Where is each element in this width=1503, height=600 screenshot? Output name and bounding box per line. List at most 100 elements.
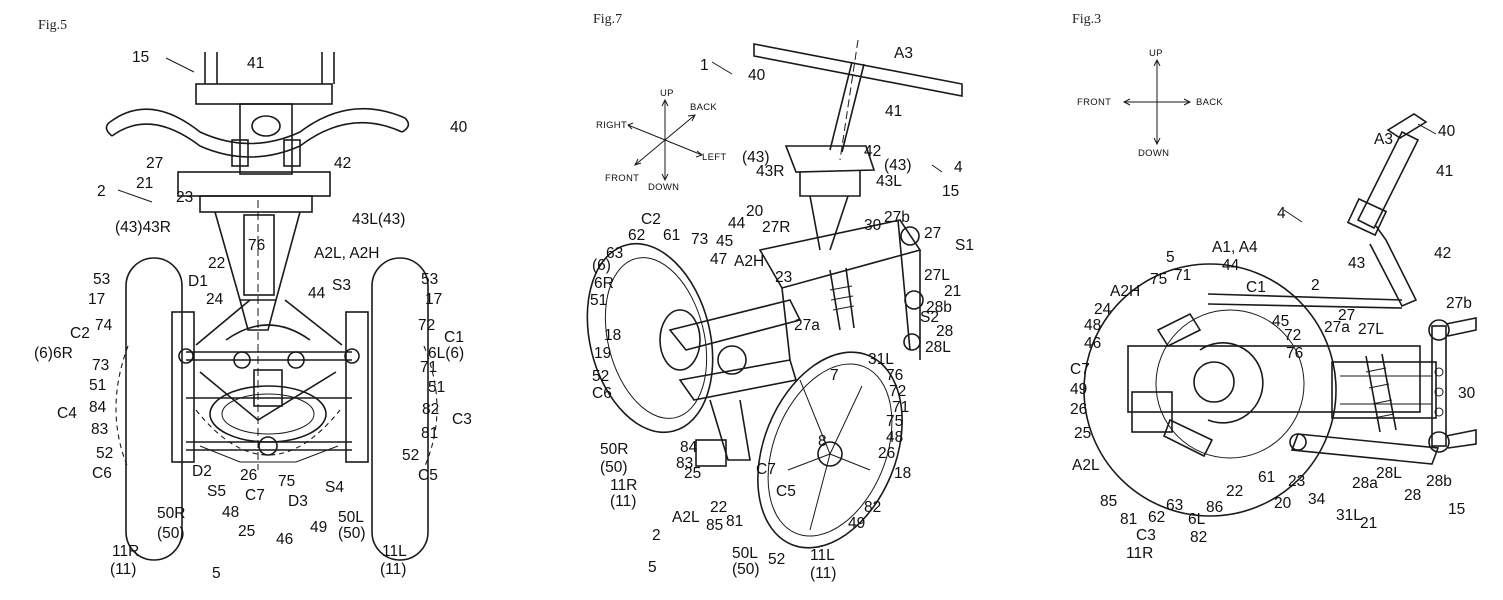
callout-label: 51 xyxy=(428,379,446,396)
wheel-11L xyxy=(371,257,429,561)
callout-label: 44 xyxy=(308,285,326,302)
callout-label: A2L, A2H xyxy=(314,245,380,262)
callout-label: 49 xyxy=(848,515,866,532)
callout-label: (6)6R xyxy=(34,345,73,362)
callout-label: 11L xyxy=(382,543,407,560)
wheel-11R xyxy=(125,257,183,561)
callout-label: 76 xyxy=(1286,345,1304,362)
callout-label: 40 xyxy=(1438,123,1456,140)
callout-label: 73 xyxy=(691,231,709,248)
callout-label: C2 xyxy=(70,325,90,342)
callout-label: 26 xyxy=(878,445,896,462)
callout-label: 75 xyxy=(886,413,904,430)
callout-label: 47 xyxy=(710,251,728,268)
callout-label: S1 xyxy=(955,237,974,254)
callout-label: 81 xyxy=(421,425,439,442)
callout-label: C6 xyxy=(592,385,612,402)
callout-label: 26 xyxy=(240,467,258,484)
callout-label: 11R xyxy=(1126,545,1154,562)
callout-label: 11R xyxy=(112,543,140,560)
callout-label: (50) xyxy=(157,525,185,542)
callout-label: 48 xyxy=(886,429,904,446)
callout-label: 49 xyxy=(1070,381,1088,398)
handlebar-lower-edge xyxy=(111,121,403,158)
callout-label: 63 xyxy=(1166,497,1184,514)
direction-label: LEFT xyxy=(702,152,727,163)
callout-label: C7 xyxy=(1070,361,1090,378)
callout-label: 84 xyxy=(680,439,698,456)
callout-label: (50) xyxy=(732,561,760,578)
steering-column-41 xyxy=(239,103,293,175)
callout-label: 28L xyxy=(925,339,951,356)
callout-label: 72 xyxy=(1284,327,1302,344)
direction-label: FRONT xyxy=(1077,97,1112,108)
callout-label: 44 xyxy=(728,215,746,232)
callout-label: C3 xyxy=(452,411,472,428)
callout-label: S4 xyxy=(325,479,344,496)
callout-label: 52 xyxy=(768,551,786,568)
callout-label: 5 xyxy=(1166,249,1175,266)
callout-label: 85 xyxy=(706,517,724,534)
callout-label: 17 xyxy=(88,291,106,308)
callout-label: 27b xyxy=(1446,295,1472,312)
callout-label: 46 xyxy=(1084,335,1102,352)
callout-label: (11) xyxy=(610,493,637,510)
callout-label: 26 xyxy=(1070,401,1088,418)
callout-label: 27R xyxy=(762,219,791,236)
direction-label: BACK xyxy=(1196,97,1224,108)
callout-label: 23 xyxy=(1288,473,1306,490)
frame-21 xyxy=(177,171,331,197)
figure-title: Fig.3 xyxy=(1072,12,1102,27)
callout-label: (6) xyxy=(592,257,611,274)
callout-label: 71 xyxy=(1174,267,1192,284)
callout-label: (43) xyxy=(742,149,770,166)
callout-label: 76 xyxy=(248,237,266,254)
callout-label: 42 xyxy=(1434,245,1452,262)
callout-label: 31L xyxy=(868,351,894,368)
steering-column-41 xyxy=(1356,130,1420,230)
callout-label: 83 xyxy=(91,421,109,438)
direction-label: DOWN xyxy=(648,182,680,193)
callout-label: 45 xyxy=(716,233,734,250)
callout-label: 28b xyxy=(926,299,952,316)
callout-label: 40 xyxy=(748,67,766,84)
frame-21 xyxy=(1127,345,1421,413)
callout-label: 27L xyxy=(1358,321,1384,338)
callout-label: 27b xyxy=(884,209,910,226)
figure-3-drawing xyxy=(1083,58,1477,517)
callout-label: C4 xyxy=(57,405,77,422)
wheel-11R xyxy=(586,242,714,434)
callout-label: S5 xyxy=(207,483,226,500)
callout-label: 61 xyxy=(1258,469,1276,486)
direction-label: RIGHT xyxy=(596,120,628,131)
callout-label: (11) xyxy=(380,561,407,578)
callout-label: A2L xyxy=(1072,457,1100,474)
callout-label: 41 xyxy=(1436,163,1454,180)
callout-label: 27a xyxy=(794,317,820,334)
figure-5-panel: Fig.5 xyxy=(0,0,500,600)
callout-label: 74 xyxy=(95,317,113,334)
direction-label: BACK xyxy=(690,102,718,113)
callout-label: 20 xyxy=(1274,495,1292,512)
callout-label: 31L xyxy=(1336,507,1362,524)
callout-label: 51 xyxy=(590,292,608,309)
callout-label: 21 xyxy=(944,283,962,300)
callout-label: 85 xyxy=(1100,493,1118,510)
callout-label: C5 xyxy=(776,483,796,500)
callout-label: 6L(6) xyxy=(428,345,465,362)
callout-label: 52 xyxy=(592,368,610,385)
callout-label: (50) xyxy=(338,525,366,542)
callout-label: 44 xyxy=(1222,257,1240,274)
callout-label: 25 xyxy=(684,465,702,482)
callout-label: 83 xyxy=(676,455,694,472)
callout-label: 2 xyxy=(1311,277,1320,294)
callout-label: 45 xyxy=(1272,313,1290,330)
top-bracket-15 xyxy=(195,83,333,105)
callout-label: 76 xyxy=(886,367,904,384)
wheel-11L xyxy=(757,351,903,549)
callout-label: 53 xyxy=(421,271,439,288)
callout-label: 28a xyxy=(1352,475,1378,492)
callout-label: C1 xyxy=(444,329,464,346)
callout-label: 4 xyxy=(954,159,963,176)
callout-label: 8 xyxy=(818,433,827,450)
